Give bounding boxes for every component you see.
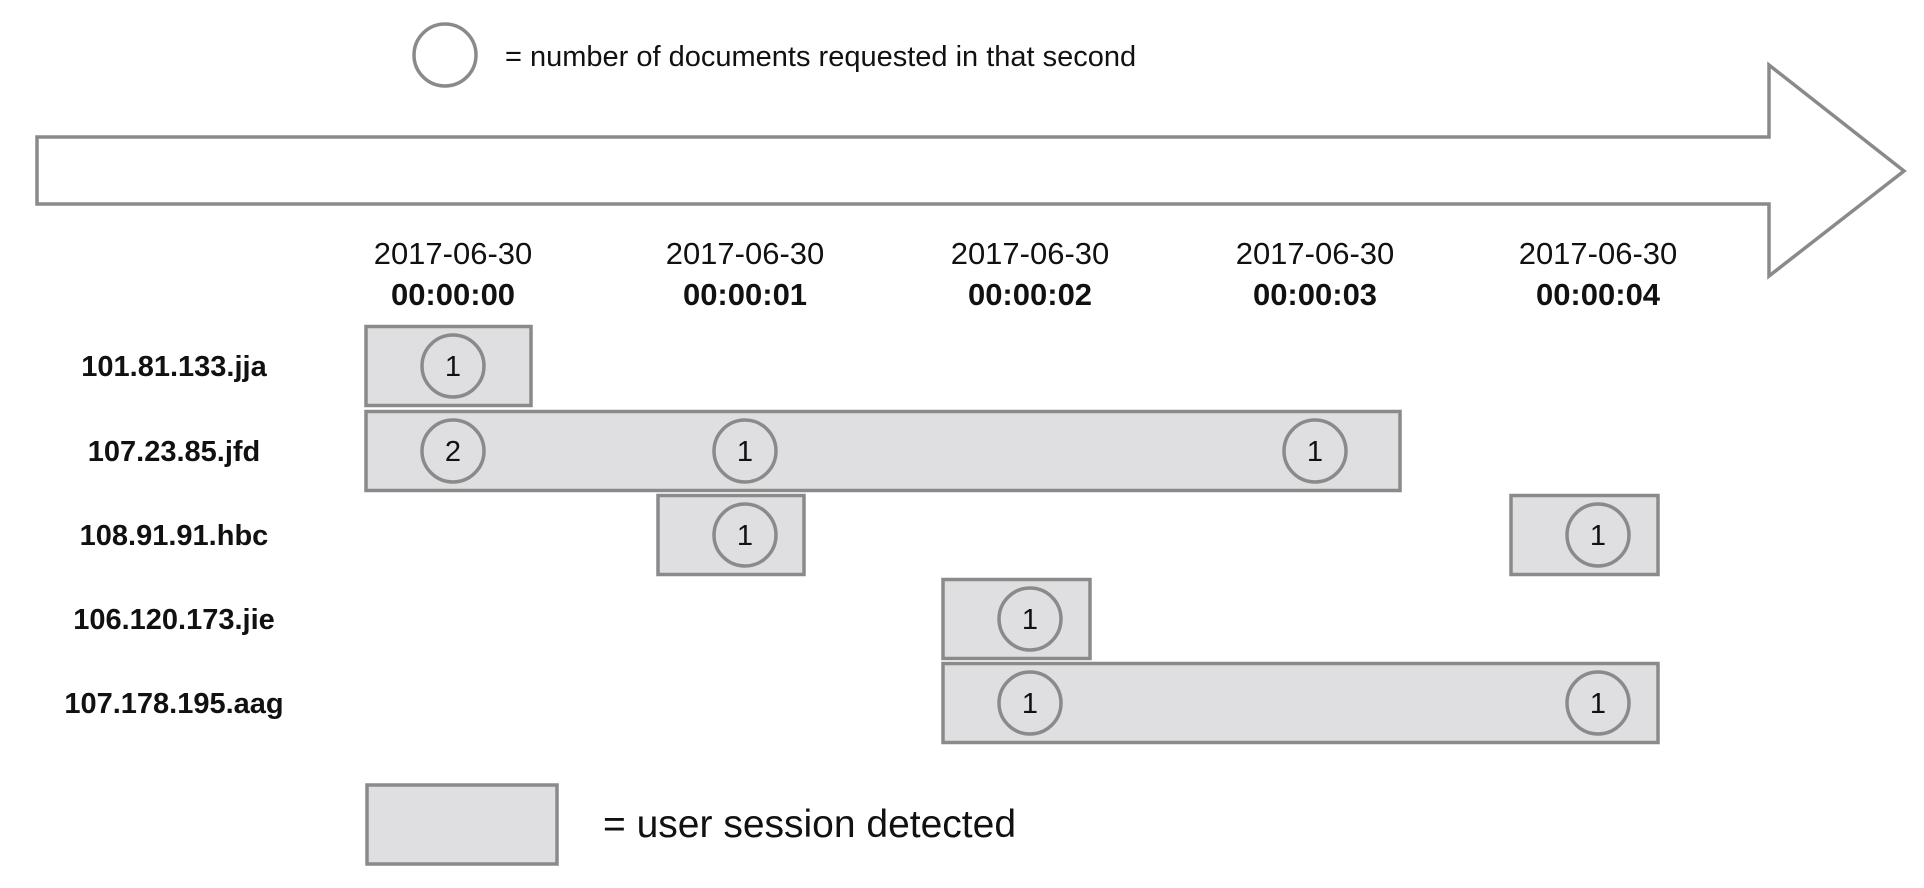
timestamp-time-0: 00:00:00 bbox=[391, 277, 515, 312]
request-count-circle bbox=[420, 418, 486, 484]
time-arrow bbox=[35, 61, 1907, 280]
request-count-text: 1 bbox=[737, 436, 753, 468]
user-ip-label: 107.23.85.jfd bbox=[88, 436, 261, 468]
request-count-text: 1 bbox=[1590, 520, 1606, 552]
legend-box: = user session detected bbox=[365, 783, 1016, 866]
timestamp-date-3: 2017-06-30 bbox=[1236, 236, 1395, 271]
timestamp-date-1: 2017-06-30 bbox=[666, 236, 825, 271]
request-count-circle bbox=[1282, 418, 1348, 484]
timestamp-date-2: 2017-06-30 bbox=[951, 236, 1110, 271]
legend-session-box bbox=[365, 783, 559, 866]
request-count-circle bbox=[997, 670, 1063, 736]
request-count-text: 1 bbox=[1307, 436, 1323, 468]
legend-circle-icon bbox=[412, 22, 478, 88]
legend-box-text: = user session detected bbox=[603, 803, 1016, 846]
user-row: 107.178.195.aag 1 1 bbox=[64, 661, 1660, 745]
user-ip-label: 107.178.195.aag bbox=[64, 688, 283, 720]
request-count-circle bbox=[1565, 670, 1631, 736]
timestamp-time-4: 00:00:04 bbox=[1536, 277, 1661, 312]
request-count-circle bbox=[712, 502, 778, 568]
timestamp-time-3: 00:00:03 bbox=[1253, 277, 1377, 312]
request-count-text: 1 bbox=[737, 520, 753, 552]
user-row: 101.81.133.jja 1 bbox=[81, 324, 533, 408]
request-count-circle bbox=[1565, 502, 1631, 568]
request-count-text: 1 bbox=[445, 351, 461, 383]
request-count-text: 2 bbox=[445, 436, 461, 468]
timestamp-date-4: 2017-06-30 bbox=[1519, 236, 1678, 271]
user-row: 106.120.173.jie 1 bbox=[73, 577, 1092, 661]
legend-circle: = number of documents requested in that … bbox=[412, 22, 1136, 88]
request-count-circle bbox=[712, 418, 778, 484]
timestamp-date-0: 2017-06-30 bbox=[374, 236, 533, 271]
user-row: 107.23.85.jfd 2 1 1 bbox=[88, 409, 1402, 493]
timestamp-time-1: 00:00:01 bbox=[683, 277, 807, 312]
legend-circle-text: = number of documents requested in that … bbox=[505, 41, 1136, 73]
user-ip-label: 106.120.173.jie bbox=[73, 604, 275, 636]
request-count-circle bbox=[997, 586, 1063, 652]
user-ip-label: 108.91.91.hbc bbox=[80, 520, 269, 552]
request-count-text: 1 bbox=[1590, 688, 1606, 720]
user-row: 108.91.91.hbc 1 1 bbox=[80, 493, 1660, 577]
request-count-text: 1 bbox=[1022, 604, 1038, 636]
session-box bbox=[364, 409, 1402, 493]
request-count-text: 1 bbox=[1022, 688, 1038, 720]
timestamp-headers: 2017-06-30 00:00:00 2017-06-30 00:00:01 2017… bbox=[374, 236, 1678, 312]
timestamp-time-2: 00:00:02 bbox=[968, 277, 1092, 312]
request-count-circle bbox=[420, 333, 486, 399]
user-ip-label: 101.81.133.jja bbox=[81, 351, 267, 383]
